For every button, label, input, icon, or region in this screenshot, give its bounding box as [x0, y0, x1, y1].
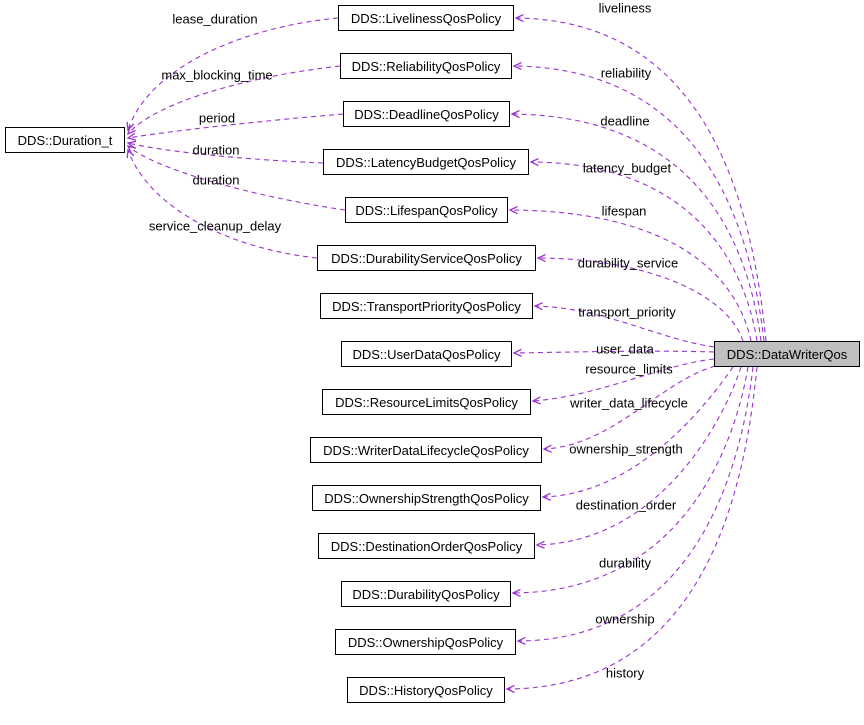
edge-latency-budget	[529, 157, 758, 342]
edge-label-user-data: user_data	[596, 341, 654, 357]
node-reliability-qos-policy[interactable]: DDS::ReliabilityQosPolicy	[340, 53, 512, 79]
node-resource-limits-qos-policy[interactable]: DDS::ResourceLimitsQosPolicy	[322, 389, 531, 415]
node-ownership-strength-qos-policy[interactable]: DDS::OwnershipStrengthQosPolicy	[312, 485, 541, 511]
node-data-writer-qos: DDS::DataWriterQos	[714, 341, 860, 367]
edge-label-lifespan: lifespan	[601, 203, 647, 219]
edge-durability	[511, 366, 749, 598]
edge-user-data	[512, 348, 715, 357]
edge-resource-limits	[531, 358, 715, 405]
edge-deadline	[510, 109, 762, 342]
edge-max-blocking-time	[127, 65, 341, 136]
edge-label-max-blocking-time: max_blocking_time	[161, 67, 273, 83]
edge-label-history: history	[605, 665, 645, 681]
edge-reliability	[512, 61, 765, 342]
edge-history	[505, 366, 758, 694]
edge-label-deadline: deadline	[600, 113, 650, 129]
node-ownership-qos-policy[interactable]: DDS::OwnershipQosPolicy	[335, 629, 516, 655]
edge-label-period: period	[198, 110, 236, 126]
edge-label-duration-lifespan: duration	[192, 172, 240, 188]
node-durability-service-qos-policy[interactable]: DDS::DurabilityServiceQosPolicy	[317, 245, 536, 271]
edge-duration-lifespan	[126, 145, 346, 211]
node-destination-order-qos-policy[interactable]: DDS::DestinationOrderQosPolicy	[318, 533, 535, 559]
node-history-qos-policy[interactable]: DDS::HistoryQosPolicy	[347, 677, 505, 703]
node-latency-budget-qos-policy[interactable]: DDS::LatencyBudgetQosPolicy	[323, 149, 529, 175]
edge-label-destination-order: destination_order	[575, 497, 677, 513]
edge-label-liveliness: liveliness	[598, 0, 652, 16]
edge-label-durability: durability	[598, 555, 652, 571]
edge-label-ownership-strength: ownership_strength	[569, 441, 683, 457]
edge-label-latency-budget: latency_budget	[582, 160, 672, 176]
node-writer-data-lifecycle-qos-policy[interactable]: DDS::WriterDataLifecycleQosPolicy	[310, 437, 542, 463]
edge-label-durability-service: durability_service	[577, 255, 679, 271]
node-deadline-qos-policy[interactable]: DDS::DeadlineQosPolicy	[343, 101, 510, 127]
edge-label-reliability: reliability	[600, 65, 652, 81]
edge-duration-latency-budget	[126, 140, 324, 164]
edge-lifespan	[508, 205, 752, 342]
node-user-data-qos-policy[interactable]: DDS::UserDataQosPolicy	[341, 341, 512, 367]
edge-transport-priority	[533, 302, 715, 348]
edge-label-lease-duration: lease_duration	[172, 11, 258, 27]
node-transport-priority-qos-policy[interactable]: DDS::TransportPriorityQosPolicy	[320, 293, 533, 319]
edge-ownership	[516, 366, 754, 646]
edge-label-ownership: ownership	[595, 611, 655, 627]
edge-label-transport-priority: transport_priority	[578, 304, 676, 320]
edge-period	[126, 113, 344, 141]
node-liveliness-qos-policy[interactable]: DDS::LivelinessQosPolicy	[338, 5, 514, 31]
node-lifespan-qos-policy[interactable]: DDS::LifespanQosPolicy	[345, 197, 508, 223]
edge-service-cleanup-delay	[126, 148, 318, 259]
edge-durability-service	[536, 253, 744, 342]
edge-label-duration-latency-budget: duration	[192, 142, 240, 158]
edge-label-service-cleanup-delay: service_cleanup_delay	[148, 218, 282, 234]
edge-ownership-strength	[541, 366, 734, 501]
node-duration-t[interactable]: DDS::Duration_t	[5, 127, 125, 153]
edge-label-resource-limits: resource_limits	[585, 361, 673, 377]
edge-writer-data-lifecycle	[542, 365, 716, 453]
edge-label-writer-data-lifecycle: writer_data_lifecycle	[570, 395, 688, 411]
node-durability-qos-policy[interactable]: DDS::DurabilityQosPolicy	[341, 581, 511, 607]
